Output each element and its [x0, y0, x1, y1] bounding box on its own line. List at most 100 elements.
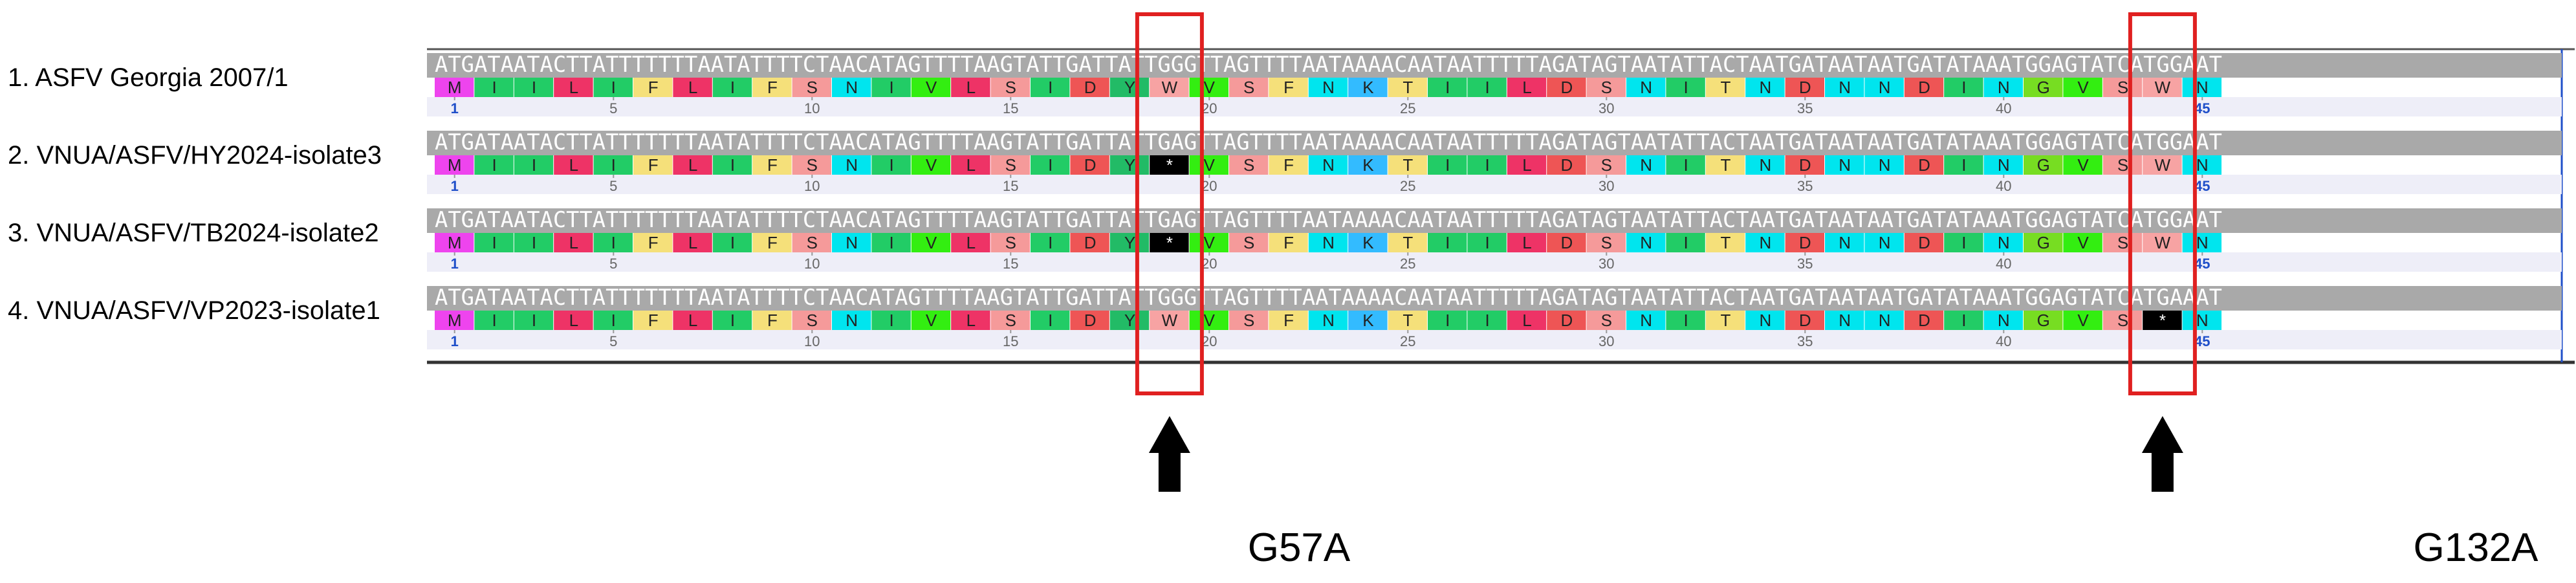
amino-acid-letter: *	[2159, 311, 2166, 330]
amino-acid-cell	[832, 155, 871, 175]
amino-acid-letter: D	[1084, 155, 1097, 175]
amino-acid-cell	[2182, 155, 2221, 175]
amino-acid-cell	[792, 233, 831, 252]
amino-acid-letter: I	[532, 78, 536, 97]
ruler-tick-label: 1	[451, 333, 459, 349]
amino-acid-letter: N	[1839, 233, 1851, 252]
amino-acid-cell	[1825, 155, 1864, 175]
nucleotide-strip	[427, 53, 2562, 78]
amino-acid-cell	[1547, 233, 1586, 252]
amino-acid-letter: D	[1084, 311, 1097, 330]
ruler-tick-label: 45	[2194, 256, 2210, 272]
amino-acid-letter: N	[1998, 78, 2010, 97]
amino-acid-cell	[1626, 311, 1666, 330]
amino-acid-cell	[1388, 311, 1427, 330]
amino-acid-letter: S	[1005, 311, 1016, 330]
amino-acid-cell	[633, 233, 673, 252]
amino-acid-letter: S	[1601, 233, 1612, 252]
amino-acid-cell	[871, 78, 911, 97]
amino-acid-cell	[1825, 233, 1864, 252]
amino-acid-cell	[2102, 78, 2143, 97]
amino-acid-letter: D	[1561, 155, 1573, 175]
amino-acid-cell	[593, 155, 633, 175]
ruler-tick-label: 1	[451, 256, 459, 272]
amino-acid-cell	[911, 155, 951, 175]
ruler-tick-label: 45	[2194, 333, 2210, 349]
amino-acid-cell	[435, 78, 474, 97]
amino-acid-letter: T	[1721, 78, 1731, 97]
amino-acid-letter: N	[1322, 311, 1335, 330]
ruler-tick-label: 25	[1400, 256, 1415, 272]
amino-acid-letter: I	[730, 311, 735, 330]
ruler-tick-label: 45	[2194, 100, 2210, 116]
sequence-label-2: 2. VNUA/ASFV/HY2024-isolate3	[8, 141, 382, 170]
amino-acid-cell	[2182, 233, 2221, 252]
nucleotide-sequence: ATGATAATACTTATTTTTTTAATATTTTCTAACATAGTTT…	[435, 52, 2222, 78]
amino-acid-cell	[832, 78, 871, 97]
amino-acid-cell	[593, 311, 633, 330]
amino-acid-cell	[712, 233, 752, 252]
ruler-tick-label: 5	[609, 178, 617, 194]
amino-acid-cell	[1388, 233, 1427, 252]
ruler-tick-label: 20	[1201, 333, 1217, 349]
amino-acid-letter: S	[1601, 155, 1612, 175]
amino-acid-cell	[1785, 311, 1824, 330]
amino-acid-letter: T	[1403, 311, 1413, 330]
amino-acid-letter: N	[846, 78, 858, 97]
amino-acid-letter: N	[2196, 155, 2209, 175]
ruler-tick-label: 30	[1599, 256, 1614, 272]
ruler-tick-label: 35	[1797, 256, 1813, 272]
amino-acid-letter: M	[448, 233, 462, 252]
amino-acid-letter: N	[1640, 311, 1652, 330]
ruler-tick-label: 5	[609, 100, 617, 116]
amino-acid-cell	[951, 155, 990, 175]
amino-acid-letter: W	[2155, 233, 2171, 252]
amino-acid-cell	[1189, 311, 1228, 330]
amino-acid-cell	[1864, 311, 1904, 330]
amino-acid-letter: I	[1683, 233, 1688, 252]
amino-acid-cell	[554, 233, 593, 252]
amino-acid-letter: L	[688, 78, 697, 97]
amino-acid-cell	[1666, 311, 1705, 330]
amino-acid-letter: T	[1721, 155, 1731, 175]
amino-acid-letter: I	[611, 155, 616, 175]
amino-acid-letter: K	[1362, 233, 1374, 252]
amino-acid-cell	[1189, 233, 1228, 252]
amino-acid-cell	[1348, 311, 1388, 330]
amino-acid-cell	[832, 233, 871, 252]
amino-acid-cell	[435, 233, 474, 252]
amino-acid-letter: N	[1640, 155, 1652, 175]
sequence-alignment-panel: ATGATAATACTTATTTTTTTAATATTTTCTAACATAGTTT…	[427, 48, 2575, 364]
amino-acid-letter: Y	[1124, 233, 1135, 252]
amino-acid-cell	[1428, 233, 1467, 252]
amino-acid-letter: V	[1204, 311, 1216, 330]
amino-acid-letter: S	[807, 78, 818, 97]
amino-acid-letter: M	[448, 155, 462, 175]
amino-acid-cell	[514, 155, 554, 175]
amino-acid-letter: I	[1485, 78, 1489, 97]
ruler-tick-label: 40	[1996, 256, 2011, 272]
amino-acid-cell	[673, 78, 712, 97]
amino-acid-cell	[1031, 78, 1070, 97]
amino-acid-letter: V	[1204, 155, 1216, 175]
amino-acid-letter: N	[1640, 78, 1652, 97]
amino-acid-letter: L	[1522, 78, 1531, 97]
amino-acid-letter: I	[1485, 155, 1489, 175]
amino-acid-letter: N	[1998, 155, 2010, 175]
amino-acid-letter: I	[532, 311, 536, 330]
amino-acid-cell	[1705, 155, 1745, 175]
amino-acid-cell	[1626, 155, 1666, 175]
amino-acid-letter: F	[767, 233, 778, 252]
amino-acid-letter: F	[1283, 233, 1294, 252]
amino-acid-letter: L	[1522, 155, 1531, 175]
amino-acid-letter: D	[1084, 78, 1097, 97]
amino-acid-cell	[1785, 155, 1824, 175]
amino-acid-letter: D	[1918, 233, 1930, 252]
amino-acid-letter: V	[2077, 78, 2089, 97]
amino-acid-cell	[1269, 311, 1308, 330]
amino-acid-letter: N	[1839, 78, 1851, 97]
amino-acid-cell	[1745, 155, 1785, 175]
amino-acid-letter: N	[1760, 311, 1772, 330]
amino-acid-letter: D	[1918, 311, 1930, 330]
amino-acid-letter: G	[2037, 233, 2050, 252]
